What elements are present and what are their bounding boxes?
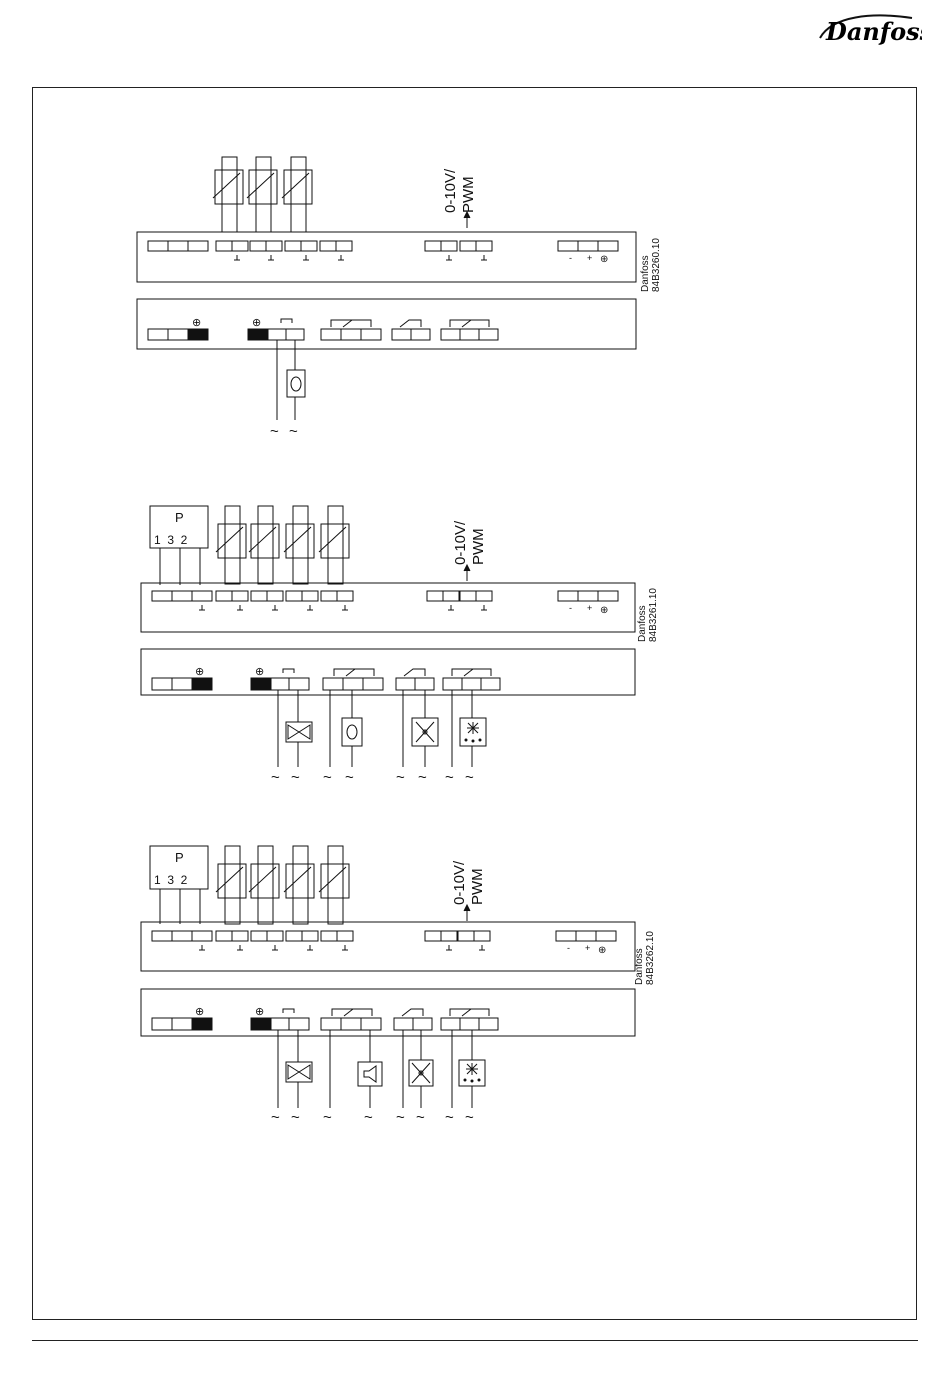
- output-label-line1: 0-10V/: [452, 520, 469, 565]
- thermistor-icon: [319, 506, 349, 584]
- diagram-84b3260: [137, 157, 636, 420]
- pressure-pins: 1 3 2: [154, 873, 188, 887]
- code-vendor: Danfoss: [640, 255, 651, 292]
- thermistor-icon: [247, 157, 277, 232]
- valve-icon: [286, 1062, 312, 1082]
- ground-icon: ⊕: [195, 1006, 204, 1018]
- defrost-icon: [460, 718, 486, 746]
- ac-power-icon: ~: [396, 1109, 405, 1126]
- ground-icon: ⊕: [600, 605, 608, 616]
- ac-power-icon: ~: [364, 1109, 373, 1126]
- pressure-label: P: [175, 850, 184, 865]
- terminal-plus: +: [585, 943, 590, 953]
- ac-power-icon: ~: [445, 1109, 454, 1126]
- thermistor-icon: [319, 846, 349, 924]
- thermistor-icon: [284, 846, 314, 924]
- ac-power-icon: ~: [271, 769, 280, 786]
- code-vendor: Danfoss: [634, 948, 645, 985]
- terminal-minus: -: [569, 603, 572, 613]
- fan-icon: [412, 718, 438, 746]
- terminal-minus: -: [567, 943, 570, 953]
- thermistor-icon: [216, 506, 246, 584]
- code-number: 84B3262.10: [645, 931, 656, 985]
- ac-power-icon: ~: [291, 769, 300, 786]
- thermistor-icon: [249, 846, 279, 924]
- defrost-icon: [459, 1060, 485, 1086]
- diagram-84b3261: [141, 506, 635, 767]
- ac-power-icon: ~: [291, 1109, 300, 1126]
- fan-icon: [409, 1060, 433, 1086]
- ac-power-icon: ~: [323, 769, 332, 786]
- thermistor-icon: [213, 157, 243, 232]
- ac-power-icon: ~: [271, 1109, 280, 1126]
- ac-power-icon: ~: [465, 769, 474, 786]
- ac-power-icon: ~: [465, 1109, 474, 1126]
- code-number: 84B3260.10: [651, 238, 662, 292]
- thermistor-icon: [249, 506, 279, 584]
- ac-power-icon: ~: [418, 769, 427, 786]
- ground-icon: ⊕: [195, 666, 204, 678]
- ground-icon: ⊕: [598, 945, 606, 956]
- ac-power-icon: ~: [416, 1109, 425, 1126]
- output-label-line2: PWM: [469, 868, 486, 905]
- diagram-84b3262: [141, 846, 635, 1108]
- terminal-minus: -: [569, 253, 572, 263]
- thermistor-icon: [216, 846, 246, 924]
- ac-power-icon: ~: [445, 769, 454, 786]
- ground-icon: ⊕: [600, 254, 608, 265]
- terminal-plus: +: [587, 603, 592, 613]
- alarm-horn-icon: [358, 1062, 382, 1086]
- compressor-icon: [287, 370, 305, 397]
- ground-icon: ⊕: [255, 1006, 264, 1018]
- thermistor-icon: [282, 157, 312, 232]
- ac-power-icon: ~: [270, 423, 279, 440]
- output-label-line1: 0-10V/: [442, 168, 459, 213]
- ground-icon: ⊕: [255, 666, 264, 678]
- ac-power-icon: ~: [396, 769, 405, 786]
- output-label-line2: PWM: [460, 176, 477, 213]
- output-label-line1: 0-10V/: [451, 860, 468, 905]
- compressor-icon: [342, 718, 362, 746]
- ac-power-icon: ~: [323, 1109, 332, 1126]
- ground-icon: ⊕: [192, 317, 201, 329]
- pressure-label: P: [175, 510, 184, 525]
- ground-icon: ⊕: [252, 317, 261, 329]
- pressure-pins: 1 3 2: [154, 533, 188, 547]
- valve-icon: [286, 722, 312, 742]
- ac-power-icon: ~: [289, 423, 298, 440]
- code-vendor: Danfoss: [637, 605, 648, 642]
- code-number: 84B3261.10: [648, 588, 659, 642]
- ac-power-icon: ~: [345, 769, 354, 786]
- output-label-line2: PWM: [470, 528, 487, 565]
- thermistor-icon: [284, 506, 314, 584]
- terminal-plus: +: [587, 253, 592, 263]
